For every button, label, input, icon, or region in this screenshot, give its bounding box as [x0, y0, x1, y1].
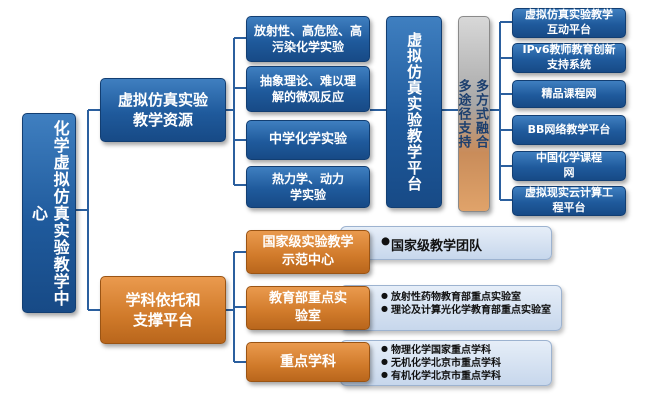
support-item-label: 教育部重点实验室 — [268, 291, 347, 324]
support-item-label: 国家级实验教学示范中心 — [262, 235, 354, 268]
fusion-box: 多方式融合 多途径支持 — [455, 16, 490, 212]
support-detail-item: 物理化学国家重点学科 — [381, 344, 551, 357]
system-item-interactive: 虚拟仿真实验教学互动平台 — [512, 8, 626, 38]
support-detail-item: 有机化学北京市重点学科 — [381, 370, 551, 383]
system-item-courses: 精品课程网 — [512, 80, 626, 108]
resource-item-abstract: 抽象理论、难以理解的微观反应 — [246, 66, 370, 112]
support-item-national-center: 国家级实验教学示范中心 — [246, 230, 370, 274]
branch-resources-label: 虚拟仿真实验教学资源 — [117, 90, 208, 129]
support-detail-item: 国家级教学团队 — [381, 235, 551, 254]
resource-item-thermo: 热力学、动力学实验 — [246, 166, 370, 208]
system-item-ipv6: IPv6教师教育创新支持系统 — [512, 43, 626, 73]
resource-item-middle-school: 中学化学实验 — [246, 120, 370, 160]
fusion-bottom-label: 多途径支持 — [455, 79, 471, 149]
system-item-label: 精品课程网 — [541, 86, 597, 100]
support-detail-panel-moe: 放射性药物教育部重点实验室 理论及计算光化学教育部重点实验室 — [340, 285, 562, 331]
branch-support-label: 学科依托和支撑平台 — [125, 290, 201, 329]
support-item-key-disciplines: 重点学科 — [246, 342, 370, 382]
fusion-top-label: 多方式融合 — [473, 79, 488, 149]
system-item-label: IPv6教师教育创新支持系统 — [522, 43, 616, 71]
system-item-label: 虚拟现实云计算工程平台 — [525, 186, 613, 214]
support-detail-item: 理论及计算光化学教育部重点实验室 — [381, 304, 561, 317]
resource-item-label: 抽象理论、难以理解的微观反应 — [259, 73, 356, 104]
resource-item-radioactive: 放射性、高危险、高污染化学实验 — [246, 16, 370, 62]
support-item-label: 重点学科 — [280, 353, 336, 370]
center-box: 化学虚拟仿真实验教学中心 — [22, 113, 76, 313]
resource-item-label: 热力学、动力学实验 — [271, 171, 344, 202]
system-item-label: BB网络教学平台 — [527, 122, 611, 136]
branch-support-box: 学科依托和支撑平台 — [100, 276, 226, 344]
branch-resources-box: 虚拟仿真实验教学资源 — [100, 78, 226, 142]
support-detail-item: 放射性药物教育部重点实验室 — [381, 291, 561, 304]
platform-box: 虚拟仿真实验教学平台 — [386, 16, 442, 208]
system-item-label: 虚拟仿真实验教学互动平台 — [525, 8, 613, 36]
system-item-vr-cloud: 虚拟现实云计算工程平台 — [512, 186, 626, 216]
system-item-label: 中国化学课程网 — [536, 151, 602, 179]
system-item-bb: BB网络教学平台 — [512, 115, 626, 145]
resource-item-label: 放射性、高危险、高污染化学实验 — [253, 23, 362, 54]
support-detail-item: 无机化学北京市重点学科 — [381, 357, 551, 370]
resource-item-label: 中学化学实验 — [268, 132, 347, 148]
platform-label: 虚拟仿真实验教学平台 — [405, 32, 424, 192]
support-detail-panel-disciplines: 物理化学国家重点学科 无机化学北京市重点学科 有机化学北京市重点学科 — [340, 340, 552, 386]
support-item-moe-lab: 教育部重点实验室 — [246, 286, 370, 330]
system-item-china-chem: 中国化学课程网 — [512, 151, 626, 181]
support-detail-panel-national: 国家级教学团队 — [340, 226, 552, 260]
center-label: 化学虚拟仿真实验教学中心 — [29, 119, 70, 307]
